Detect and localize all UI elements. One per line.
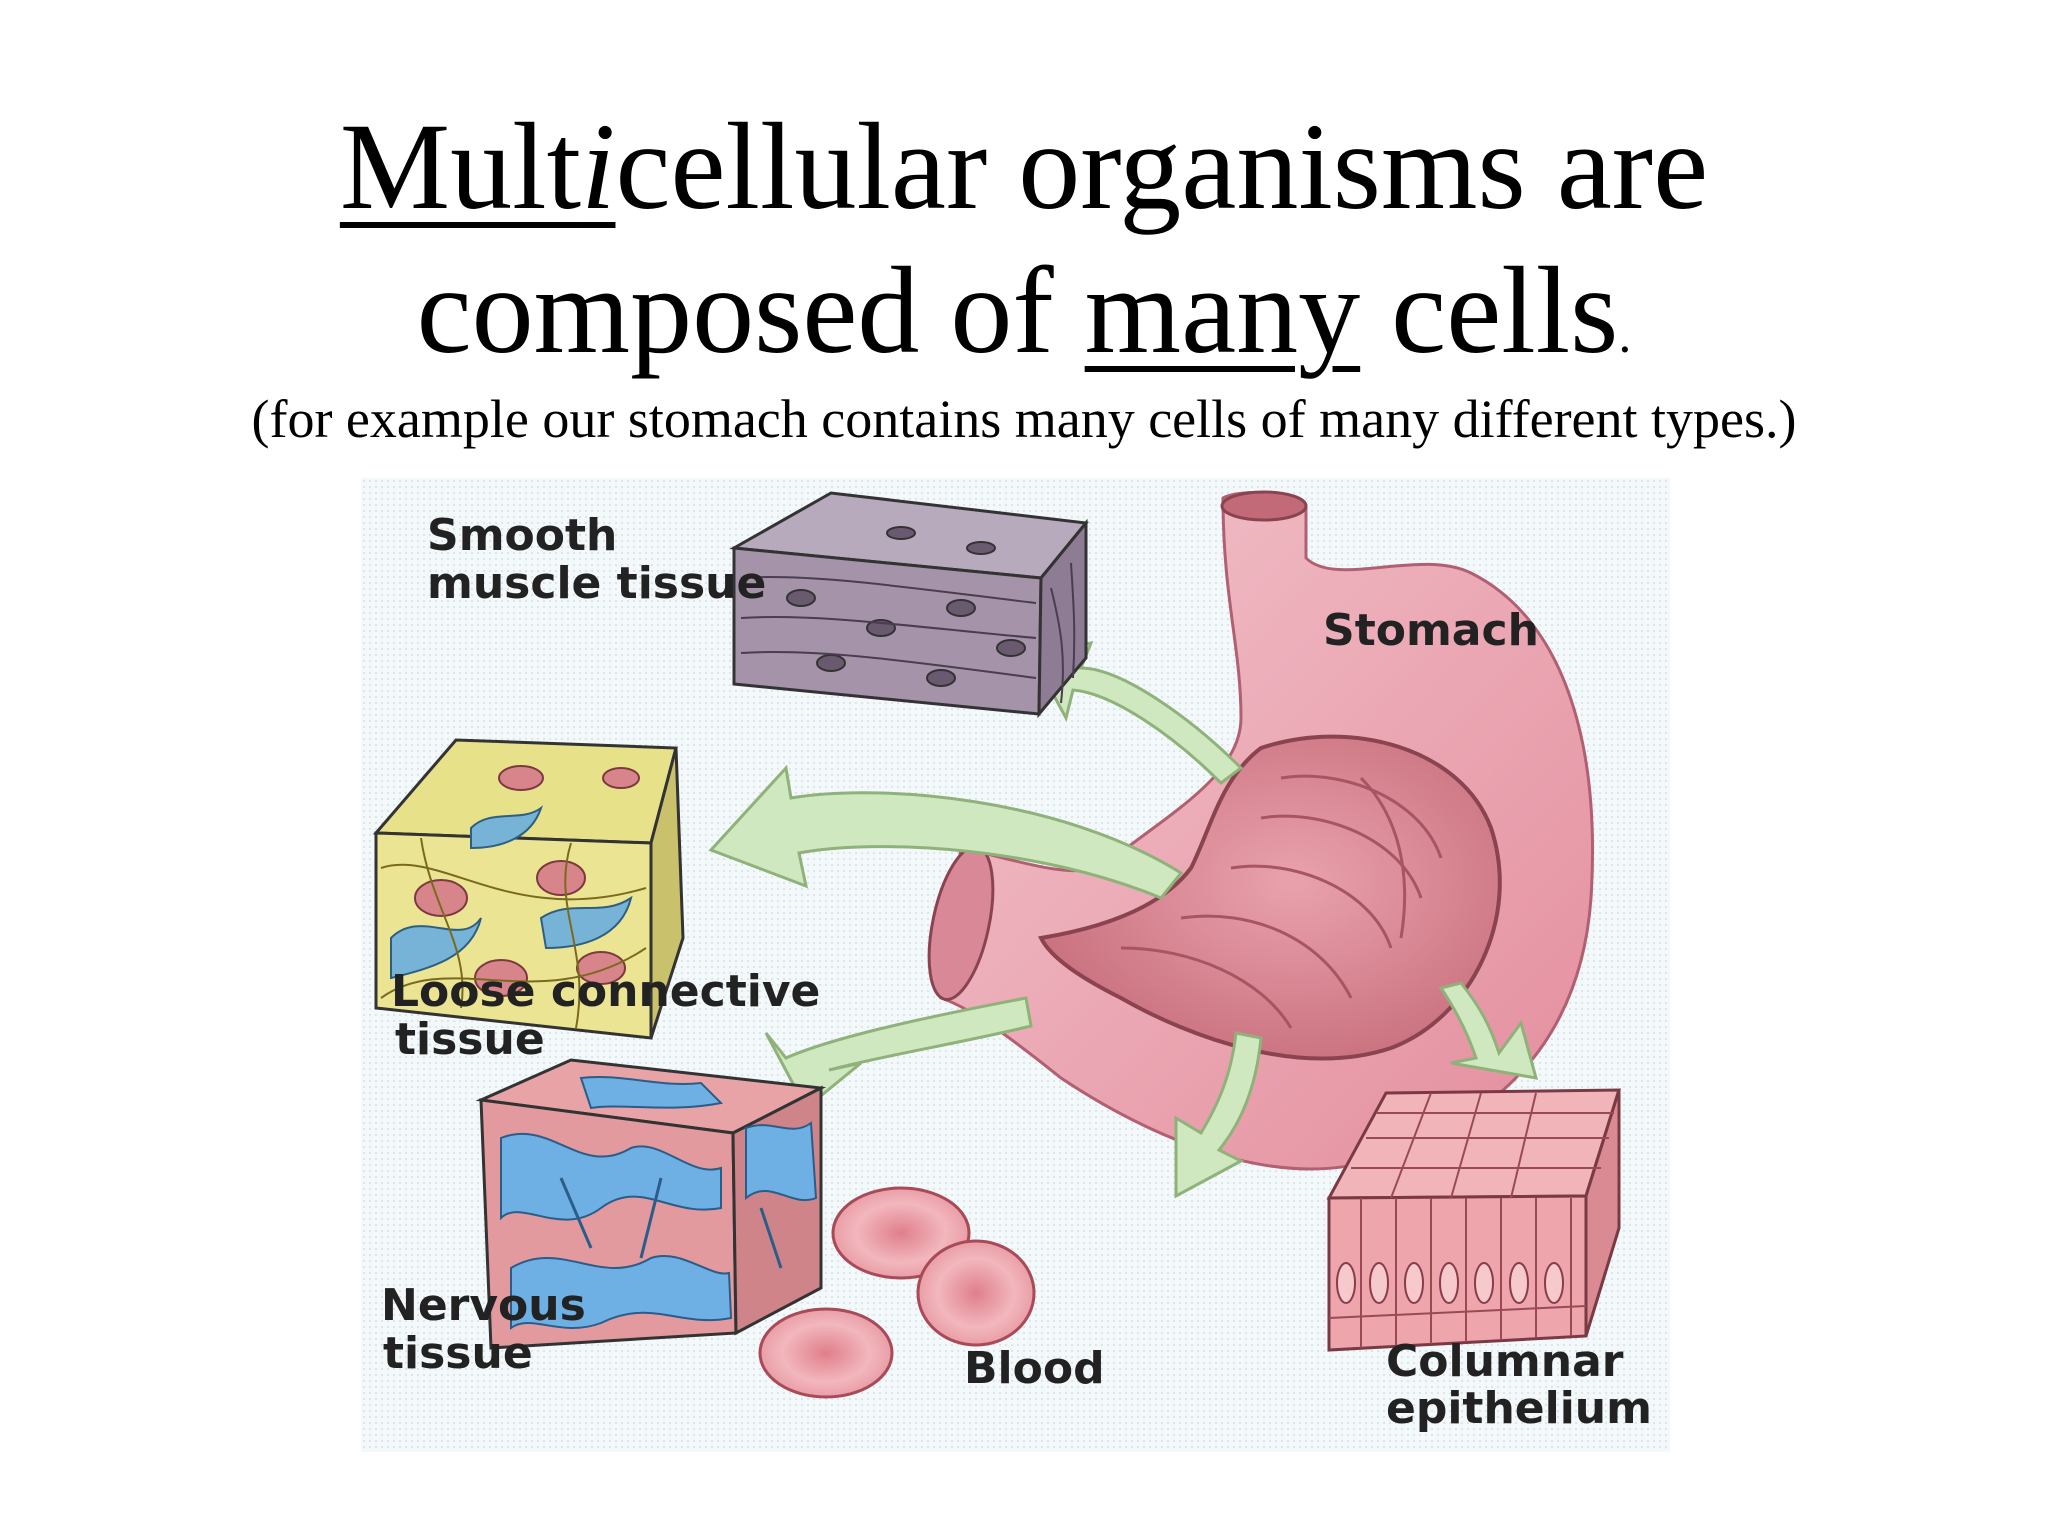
arrow-to-blood	[1174, 1031, 1263, 1199]
columnar-epithelium-block	[1326, 1088, 1622, 1352]
arrow-to-loose-connective	[708, 764, 1184, 900]
title-line2-cells: cells	[1360, 242, 1619, 379]
label-nervous-line2: tissue	[383, 1328, 533, 1379]
smooth-muscle-block	[729, 491, 1089, 719]
slide-title: Multicellular organisms are composed of …	[0, 95, 2048, 408]
loose-connective-block	[372, 738, 685, 1040]
label-blood: Blood	[964, 1343, 1105, 1394]
label-nervous-line1: Nervous	[381, 1280, 586, 1331]
stomach-tissue-diagram: Smooth muscle tissue Stomach Loose conne…	[361, 478, 1670, 1452]
label-loose-line1: Loose connective	[391, 966, 820, 1017]
label-columnar-line2: epithelium	[1386, 1383, 1652, 1434]
arrow-to-epithelium	[1438, 981, 1539, 1080]
slide-subtitle: (for example our stomach contains many c…	[251, 389, 1797, 449]
diagram-svg: Smooth muscle tissue Stomach Loose conne…	[361, 478, 1670, 1452]
title-underlined-i: i	[581, 98, 616, 235]
blood-cells	[758, 1186, 1036, 1399]
label-smooth-line2: muscle tissue	[427, 558, 766, 609]
label-columnar-line1: Columnar	[1386, 1336, 1624, 1387]
arrows	[708, 641, 1539, 1199]
title-line1-rest: cellular organisms are	[615, 98, 1709, 235]
nervous-block	[475, 1058, 827, 1350]
title-underlined-mult: Mult	[339, 98, 582, 235]
label-loose-line2: tissue	[395, 1014, 545, 1065]
title-period: .	[1618, 307, 1632, 364]
title-line2-start: composed of	[416, 242, 1085, 379]
blood-cell-3	[758, 1307, 894, 1399]
label-stomach: Stomach	[1323, 605, 1539, 656]
title-underlined-many: many	[1084, 242, 1361, 379]
blood-cell-2	[916, 1239, 1036, 1347]
label-smooth-line1: Smooth	[427, 510, 617, 561]
stomach-organ	[927, 490, 1594, 1171]
